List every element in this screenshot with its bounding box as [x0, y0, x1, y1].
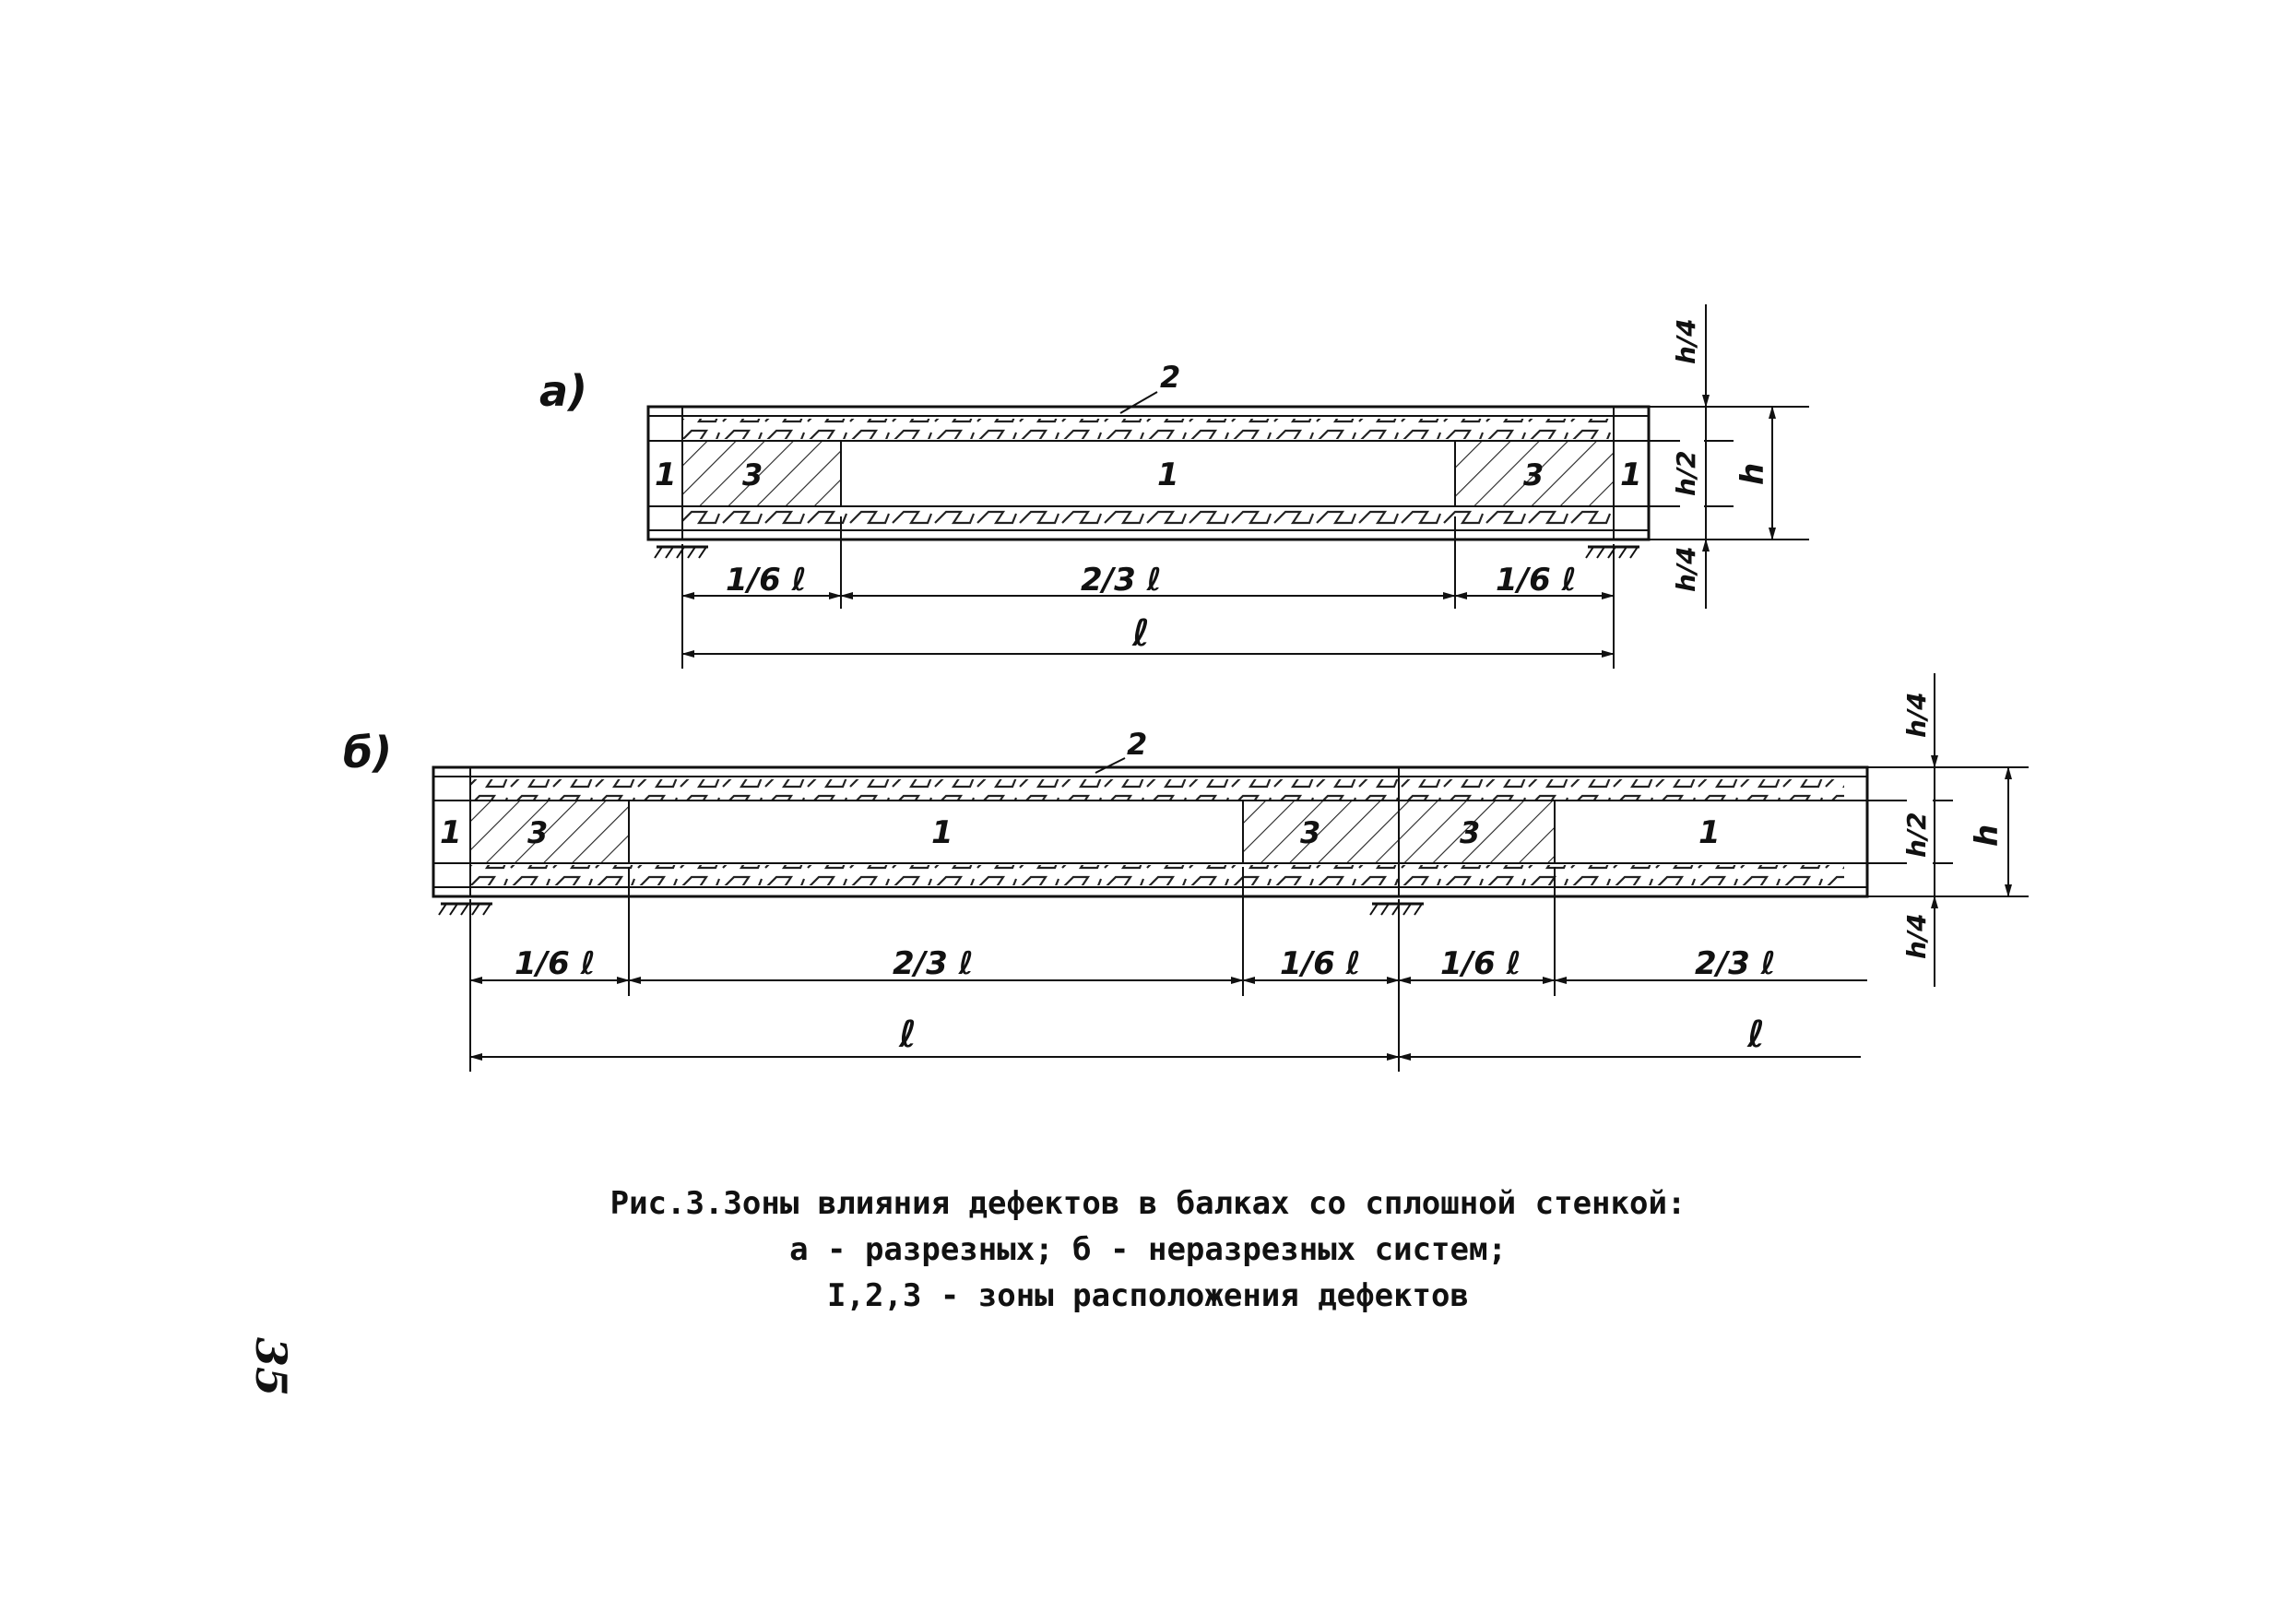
beam-a-zone-1-right-label: 1: [1620, 457, 1642, 493]
beam-b-dim-total-1: ℓ: [898, 1014, 917, 1056]
beam-a-dim-total: ℓ: [1131, 612, 1150, 655]
beam-a-top-flange-zone: [682, 419, 1614, 439]
beam-a-bottom-flange-zone: [682, 508, 1614, 528]
beam-b-dimensions: [469, 867, 1867, 1072]
beam-a-dim-two-thirds: 2/3 ℓ: [1081, 562, 1162, 599]
beam-b-dim-sixth-2: 1/6 ℓ: [1280, 945, 1361, 982]
beam-a-zone-3-right: [1454, 440, 1615, 507]
beam-b-zone-3-left: [469, 800, 630, 864]
beam-b-support-left: [438, 902, 492, 916]
beam-a-zone-3-right-label: 3: [1523, 457, 1544, 492]
beam-b-zone-3-left-label: 3: [527, 815, 548, 850]
beam-b-h-quarter-top: h/4: [1901, 692, 1932, 738]
beam-b-zone-3-mid-right-label: 3: [1460, 815, 1480, 850]
beam-b-dim-two-thirds-1: 2/3 ℓ: [893, 945, 974, 982]
beam-a-zone-1-left-label: 1: [655, 457, 677, 493]
beam-b-zone-1-mid-label: 1: [931, 814, 953, 851]
beam-b-support-middle: [1369, 902, 1424, 916]
diagram-b: б) 1 1 1 3 3 3 2: [343, 673, 2029, 1072]
beam-b-top-flange-zone: [470, 779, 1844, 800]
beam-a-h-quarter-top: h/4: [1671, 318, 1701, 364]
beam-a-dim-sixth-left: 1/6 ℓ: [726, 562, 807, 599]
beam-a-h-total: h: [1734, 463, 1771, 485]
diagram-a: а) 1 1 1 3 3 2: [539, 304, 1809, 669]
beam-b-zone-2-label: 2: [1127, 727, 1147, 762]
beam-b-bottom-flange-zone: [470, 865, 1844, 885]
beam-b-dim-two-thirds-2: 2/3 ℓ: [1695, 945, 1776, 982]
page-number: 35: [246, 1336, 297, 1397]
beam-a-zone-3-left-label: 3: [742, 457, 763, 492]
beam-b-zone-2-leader: [1095, 757, 1126, 774]
beam-a-height-dimensions: [1649, 304, 1809, 609]
beam-b-zone-3-mid-left-label: 3: [1300, 815, 1320, 850]
figure-caption: Рис.3.Зоны влияния дефектов в балках со …: [0, 1180, 2296, 1319]
beam-b-dim-sixth-3: 1/6 ℓ: [1440, 945, 1521, 982]
beam-a-zone-3-left: [681, 440, 842, 507]
beam-b-h-half: h/2: [1901, 812, 1932, 858]
caption-line-2: а - разрезных; б - неразрезных систем;: [789, 1231, 1507, 1268]
beam-a: [646, 405, 1651, 541]
beam-b-h-total: h: [1969, 824, 2006, 847]
beam-a-h-half: h/2: [1671, 450, 1701, 496]
caption-line-3: I,2,3 - зоны расположения дефектов: [827, 1277, 1469, 1314]
beam-a-dim-sixth-right: 1/6 ℓ: [1496, 562, 1577, 599]
beam-b-zone-1-right-label: 1: [1698, 814, 1721, 851]
beam-b: [432, 765, 1869, 898]
beam-b-zone-1-left-label: 1: [440, 814, 462, 851]
beam-a-outline: [646, 405, 1651, 541]
beam-a-zone-1-mid-label: 1: [1157, 457, 1179, 493]
beam-a-h-quarter-bottom: h/4: [1671, 546, 1701, 592]
caption-line-1: Рис.3.Зоны влияния дефектов в балках со …: [610, 1185, 1686, 1222]
diagram-a-label: а): [539, 366, 587, 416]
beam-b-dim-total-2: ℓ: [1746, 1014, 1765, 1056]
beam-b-dim-sixth-1: 1/6 ℓ: [515, 945, 596, 982]
beam-a-zone-2-label: 2: [1160, 360, 1180, 395]
diagram-b-label: б): [343, 728, 392, 777]
beam-a-dimensions: [681, 516, 1615, 669]
beam-b-height-dimensions: [1867, 673, 2029, 987]
beam-b-h-quarter-bottom: h/4: [1901, 913, 1932, 959]
beam-a-zone-2-leader: [1119, 391, 1158, 414]
